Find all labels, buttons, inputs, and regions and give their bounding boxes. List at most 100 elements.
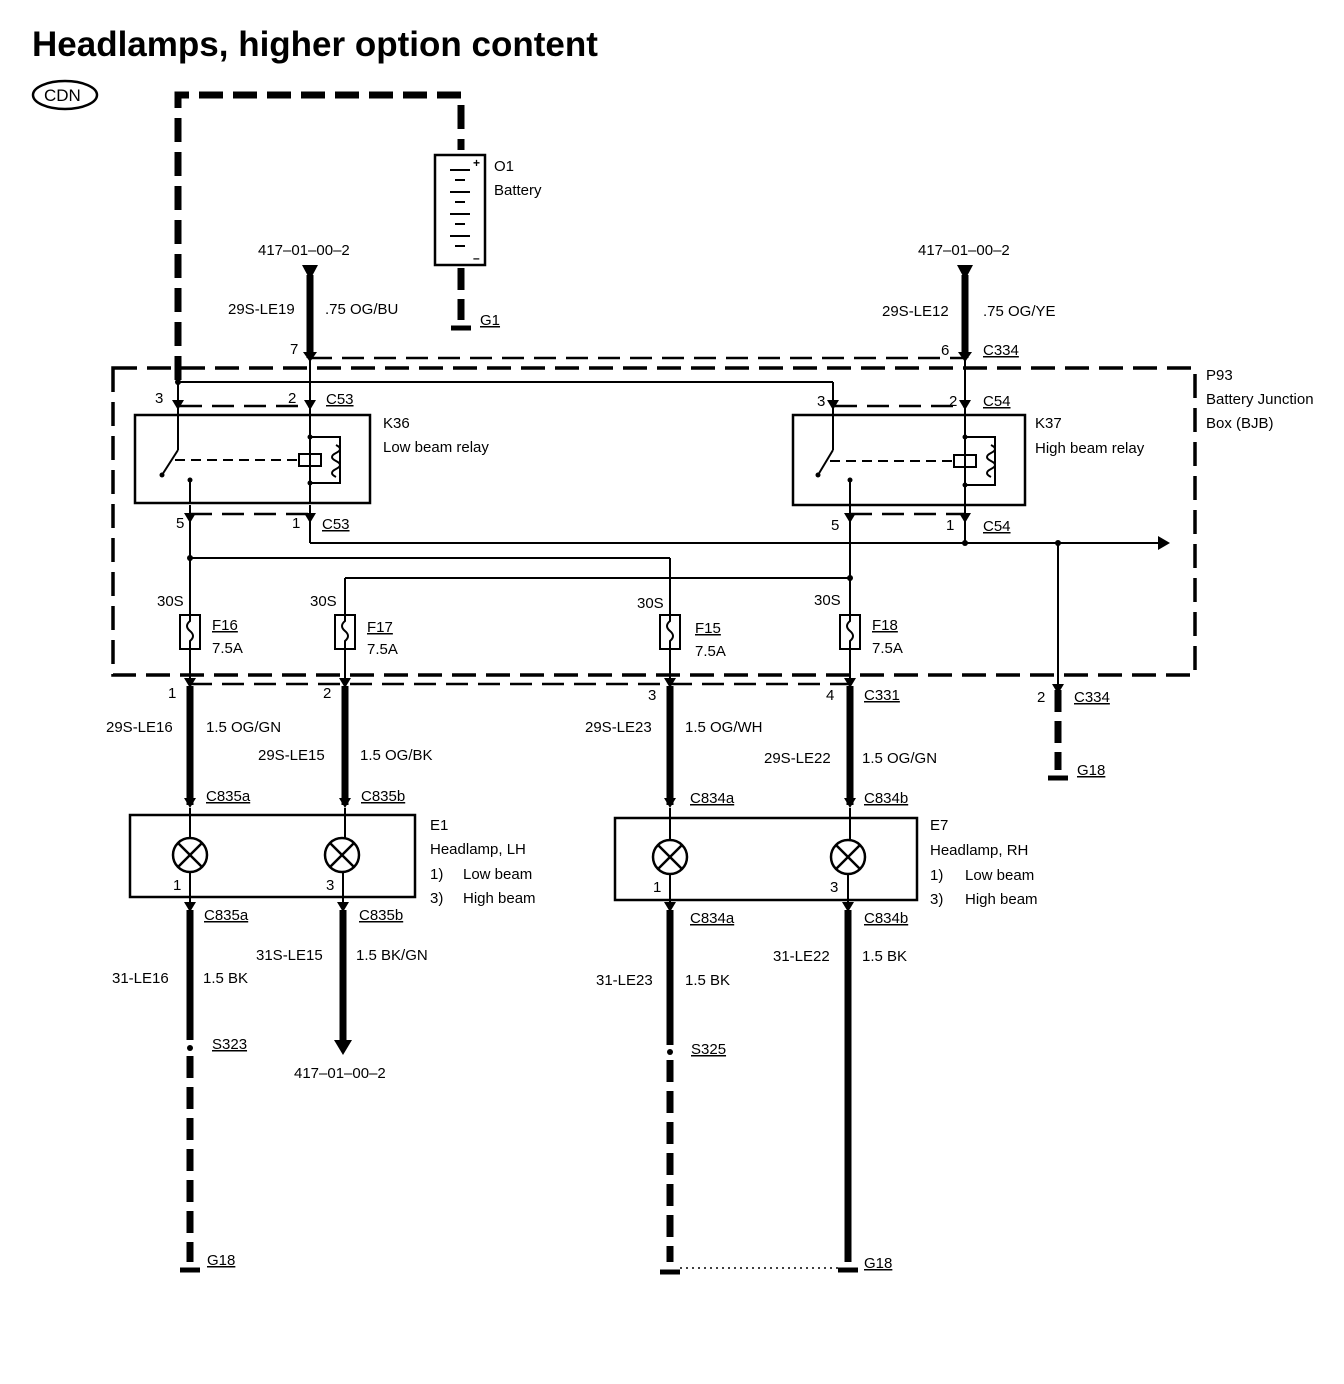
wire-gle15-spec: 1.5 BK/GN	[356, 947, 428, 964]
fuse-f15-rating: 7.5A	[695, 643, 726, 660]
relay-k36	[133, 400, 372, 523]
wire-le19-circuit: 29S-LE19	[228, 301, 295, 318]
headlamp-lh-name: Headlamp, LH	[430, 841, 526, 858]
relay-k37-pin2: 2	[949, 393, 957, 410]
headlamp-rh-opt3: High beam	[965, 891, 1038, 908]
battery-minus: –	[473, 251, 480, 265]
wire-g18-connector: C334	[1074, 689, 1110, 706]
headlamp-rh-conn-b-bottom: C834b	[864, 910, 908, 927]
wire-le23-circuit: 29S-LE23	[585, 719, 652, 736]
relay-k36-id: K36	[383, 415, 410, 432]
fuse-f18	[839, 614, 861, 650]
lamp-rh-low-icon	[651, 838, 689, 876]
headlamp-rh-opt1-num: 1)	[930, 867, 943, 884]
relay-k37-name: High beam relay	[1035, 440, 1145, 457]
battery-name: Battery	[494, 182, 542, 199]
relay-k37-pin5: 5	[831, 517, 839, 534]
wire-le16-circuit: 29S-LE16	[106, 719, 173, 736]
wire-gle22-circuit: 31-LE22	[773, 948, 830, 965]
headlamp-rh-pin-high: 3	[830, 879, 838, 896]
headlamp-lh-pin-low: 1	[173, 877, 181, 894]
ref-left-top: 417–01–00–2	[258, 242, 350, 259]
relay-k36-conn-top: C53	[326, 391, 354, 408]
headlamp-lh-conn-b-bottom: C835b	[359, 907, 403, 924]
headlamp-lh-opt3: High beam	[463, 890, 536, 907]
wire-le19-pin: 7	[290, 341, 298, 358]
wire-gle23-spec: 1.5 BK	[685, 972, 730, 989]
wire-le23-pin: 3	[648, 687, 656, 704]
relay-k36-name: Low beam relay	[383, 439, 489, 456]
wire-le12-connector: C334	[983, 342, 1019, 359]
lamp-lh-high-icon	[323, 836, 361, 874]
relay-k37-id: K37	[1035, 415, 1062, 432]
relay-k37-pin1: 1	[946, 517, 954, 534]
headlamp-rh-id: E7	[930, 817, 948, 834]
bjb-outline	[111, 366, 1197, 677]
fuse-f16-feed: 30S	[157, 593, 184, 610]
ref-right-top-arrow	[957, 265, 973, 280]
relay-k36-conn-bottom: C53	[322, 516, 350, 533]
fuse-f17-id: F17	[367, 619, 393, 636]
relay-k36-pin5: 5	[176, 515, 184, 532]
headlamp-lh	[128, 798, 417, 912]
wire-le12-pin: 6	[941, 342, 949, 359]
relay-k36-pin2: 2	[288, 390, 296, 407]
ground-g1-label: G1	[480, 312, 500, 329]
market-badge-label: CDN	[44, 86, 81, 105]
splice-s325: S325	[691, 1041, 726, 1058]
wire-le15-pin: 2	[323, 685, 331, 702]
bjb-name-2: Box (BJB)	[1206, 415, 1274, 432]
wire-g18-pin: 2	[1037, 689, 1045, 706]
headlamp-lh-opt1-num: 1)	[430, 866, 443, 883]
page-title: Headlamps, higher option content	[32, 25, 598, 64]
splice-s323: S323	[212, 1036, 247, 1053]
headlamp-lh-conn-a-top: C835a	[206, 788, 251, 805]
wire-le22-spec: 1.5 OG/GN	[862, 750, 937, 767]
bjb-internal-wiring	[175, 356, 1170, 690]
headlamp-rh-conn-a-bottom: C834a	[690, 910, 735, 927]
wire-le12-spec: .75 OG/YE	[983, 303, 1056, 320]
wire-gle23-circuit: 31-LE23	[596, 972, 653, 989]
market-badge: CDN	[31, 79, 99, 111]
relay-k37-conn-top: C54	[983, 393, 1011, 410]
headlamp-lh-conn-b-top: C835b	[361, 788, 405, 805]
fuse-f17	[334, 614, 356, 650]
fuse-f17-feed: 30S	[310, 593, 337, 610]
battery-plus: +	[473, 156, 480, 170]
wire-le22-circuit: 29S-LE22	[764, 750, 831, 767]
ground-g18-left-label: G18	[207, 1252, 235, 1269]
fuse-f17-rating: 7.5A	[367, 641, 398, 658]
wire-gle16-circuit: 31-LE16	[112, 970, 169, 987]
headlamp-rh-opt3-num: 3)	[930, 891, 943, 908]
battery-id: O1	[494, 158, 514, 175]
wire-le12-circuit: 29S-LE12	[882, 303, 949, 320]
fuse-f18-rating: 7.5A	[872, 640, 903, 657]
headlamp-rh	[613, 798, 919, 912]
headlamp-lh-id: E1	[430, 817, 448, 834]
lamp-lh-low-icon	[171, 836, 209, 874]
wire-le23-spec: 1.5 OG/WH	[685, 719, 763, 736]
fuse-f15-feed: 30S	[637, 595, 664, 612]
bjb-output-connectors	[184, 678, 1064, 694]
fuse-f18-id: F18	[872, 617, 898, 634]
battery-symbol: + –	[433, 153, 487, 267]
wire-le15-spec: 1.5 OG/BK	[360, 747, 433, 764]
headlamp-lh-pin-high: 3	[326, 877, 334, 894]
lamp-rh-high-icon	[829, 838, 867, 876]
headlamp-rh-conn-b-top: C834b	[864, 790, 908, 807]
bjb-name-1: Battery Junction	[1206, 391, 1314, 408]
wire-gle22-spec: 1.5 BK	[862, 948, 907, 965]
battery-feed-wire	[174, 91, 465, 380]
fuse-f16-rating: 7.5A	[212, 640, 243, 657]
ref-right-top: 417–01–00–2	[918, 242, 1010, 259]
headlamp-rh-name: Headlamp, RH	[930, 842, 1028, 859]
fuse-f15	[659, 614, 681, 650]
relay-k36-pin3: 3	[155, 390, 163, 407]
fuse-f15-id: F15	[695, 620, 721, 637]
fuse-f18-feed: 30S	[814, 592, 841, 609]
headlamp-lh-opt1: Low beam	[463, 866, 532, 883]
headlamp-rh-conn-a-top: C834a	[690, 790, 735, 807]
wire-le16-spec: 1.5 OG/GN	[206, 719, 281, 736]
relay-k37-pin3: 3	[817, 393, 825, 410]
